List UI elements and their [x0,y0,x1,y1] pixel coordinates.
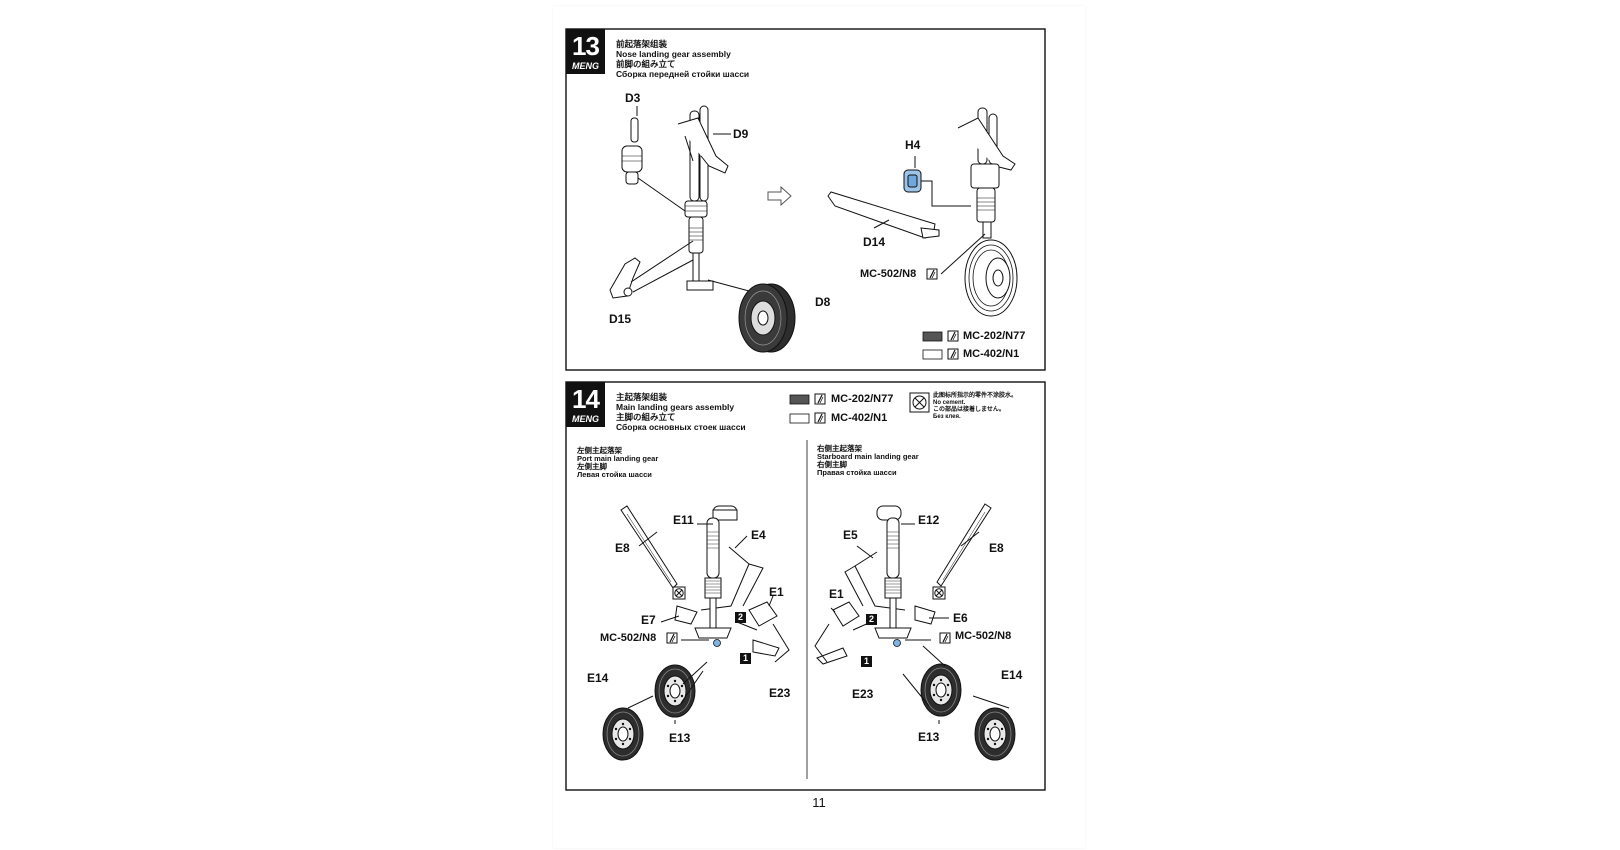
step13-brand-logo: MENG [572,61,599,71]
part-label-d8: D8 [815,295,831,309]
port-part-e4: E4 [751,528,766,542]
step13-legend-code-1: MC-202/N77 [963,330,1026,342]
port-part-e8: E8 [615,541,630,555]
port-part-e1: E1 [769,585,784,599]
legend-swatch-gunmetal [922,331,943,342]
starboard-part-e8: E8 [989,541,1004,555]
starboard-paint-ref: MC-502/N8 [955,630,1012,642]
starboard-part-e6: E6 [953,611,968,625]
step13-frame [565,28,1046,371]
port-title-jp: 左側主脚 [577,462,607,471]
port-part-e7: E7 [641,613,656,627]
port-step-marker-1: 1 [740,653,751,664]
part-label-d15: D15 [609,312,632,326]
starboard-part-e5: E5 [843,528,858,542]
starboard-paint-brush-icon [939,632,951,644]
port-paint-ref: MC-502/N8 [600,632,657,644]
starboard-no-cement-icon [932,586,946,600]
port-wheels [602,639,721,761]
step14-title-cn: 主起落架组装 [616,392,668,402]
port-paint-brush-icon [666,632,678,644]
step13-arrow-icon [767,185,792,207]
step14-title-jp: 主脚の組み立て [616,412,676,422]
port-title-ru: Левая стойка шасси [577,470,652,479]
part-label-d3: D3 [625,91,641,105]
step14-brand-logo: MENG [572,414,599,424]
starboard-strut [874,517,912,639]
step13-title-cn: 前起落架组装 [616,39,668,49]
step13-title-jp: 前脚の組み立て [616,59,676,69]
starboard-title-cn: 右侧主起落架 [817,444,862,453]
nose-gear-assembled-drawing [827,107,1018,317]
port-part-e14: E14 [587,671,609,685]
port-leader-lines [627,523,790,724]
no-cement-icon [909,392,930,413]
step14-number: 14 [572,384,600,414]
step14-legend-code-1: MC-202/N77 [831,393,894,405]
port-part-e23: E23 [769,686,791,700]
step13-title-ru: Сборка передней стойки шасси [616,69,750,79]
starboard-wheels [893,639,1016,761]
instruction-page: 13 MENG 前起落架组装 Nose landing gear assembl… [553,6,1085,848]
step14-frame [565,381,1046,791]
port-no-cement-icon [672,586,686,600]
starboard-step-marker-1: 1 [861,656,872,667]
port-strut [694,517,732,639]
legend-brush-icon [947,348,959,360]
step13-right-leader-lines [873,156,986,275]
starboard-title-en: Starboard main landing gear [817,452,919,461]
step13-number: 13 [572,31,600,61]
starboard-leader-lines [814,523,1010,724]
starboard-part-e14: E14 [1001,668,1023,682]
legend-brush-icon [947,330,959,342]
step13-leader-lines [630,106,750,293]
part-label-h4: H4 [905,138,921,152]
step13-legend [922,330,959,360]
no-cement-note-cn: 此图标所指示的零件不涂胶水。 [933,393,1018,399]
legend-swatch-white [922,349,943,360]
port-part-e11: E11 [673,513,694,527]
starboard-main-gear-drawing [816,503,992,665]
starboard-step-marker-2: 2 [866,614,877,625]
starboard-title-jp: 右側主脚 [817,460,847,469]
starboard-part-e1: E1 [829,587,844,601]
starboard-part-e13: E13 [918,730,940,744]
step13-badge [566,29,605,74]
part-label-d14: D14 [863,235,886,249]
port-step-marker-2: 2 [735,612,746,623]
starboard-title-ru: Правая стойка шасси [817,468,897,477]
page-number: 11 [812,795,826,810]
starboard-part-e12: E12 [918,513,940,527]
no-cement-note-jp: この部品は接着しません。 [933,407,1005,413]
step13-paint-brush-icon [926,268,938,280]
instruction-artwork [565,28,1046,791]
port-title-en: Port main landing gear [577,454,659,463]
nose-gear-exploded-drawing [609,105,796,353]
step14-title-ru: Сборка основных стоек шасси [616,422,746,432]
part-label-d9: D9 [733,127,749,141]
step14-badge [566,382,605,427]
no-cement-note-ru: Без клея. [933,414,961,420]
step14-title-en: Main landing gears assembly [616,402,735,412]
step13-title-en: Nose landing gear assembly [616,49,731,59]
starboard-part-e23: E23 [852,687,874,701]
port-main-gear-drawing [620,505,780,657]
step13-paint-ref: MC-502/N8 [860,268,917,280]
step14-legend-code-2: MC-402/N1 [831,412,888,424]
port-part-e13: E13 [669,731,691,745]
no-cement-note-en: No cement. [933,400,966,406]
step13-legend-code-2: MC-402/N1 [963,348,1020,360]
port-title-cn: 左侧主起落架 [577,446,622,455]
step14-legend [789,393,826,424]
